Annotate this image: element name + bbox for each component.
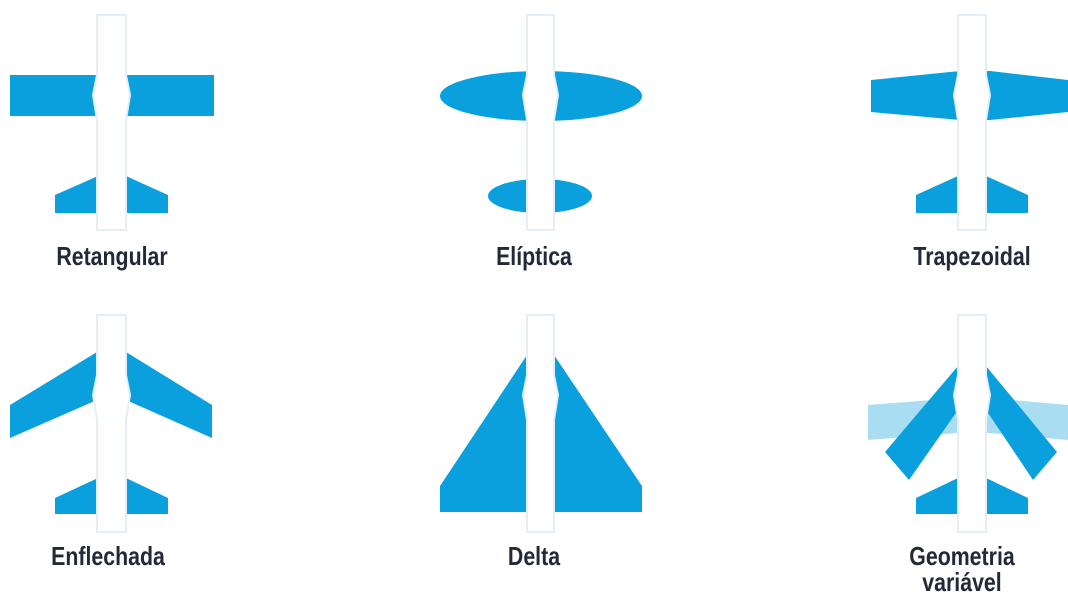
fuselage bbox=[954, 315, 990, 532]
label-text: Elíptica bbox=[436, 243, 633, 269]
fuselage bbox=[93, 315, 130, 532]
fuselage bbox=[93, 15, 130, 230]
label-retangular: Retangular bbox=[14, 243, 211, 269]
label-text: Enflechada bbox=[10, 543, 207, 569]
label-geometria-variavel: Geometria variável bbox=[864, 543, 1061, 595]
trapezoidal-wing-plane-icon bbox=[871, 15, 1068, 230]
label-enflechada: Enflechada bbox=[10, 543, 207, 569]
label-text-line-2: variável bbox=[864, 569, 1061, 595]
label-text: Delta bbox=[436, 543, 633, 569]
delta-wing-plane-icon bbox=[440, 315, 642, 532]
label-text-line-1: Geometria bbox=[864, 543, 1061, 569]
label-text: Retangular bbox=[14, 243, 211, 269]
fuselage bbox=[523, 315, 558, 532]
variable-geometry-wing-plane-icon bbox=[868, 315, 1068, 532]
rectangular-wing-plane-icon bbox=[10, 15, 214, 230]
label-delta: Delta bbox=[436, 543, 633, 569]
elliptical-wing-plane-icon bbox=[440, 15, 642, 230]
swept-wing-plane-icon bbox=[10, 315, 212, 532]
label-eliptica: Elíptica bbox=[436, 243, 633, 269]
fuselage bbox=[954, 15, 990, 230]
label-text: Trapezoidal bbox=[874, 243, 1068, 269]
label-trapezoidal: Trapezoidal bbox=[874, 243, 1068, 269]
fuselage bbox=[523, 15, 558, 230]
